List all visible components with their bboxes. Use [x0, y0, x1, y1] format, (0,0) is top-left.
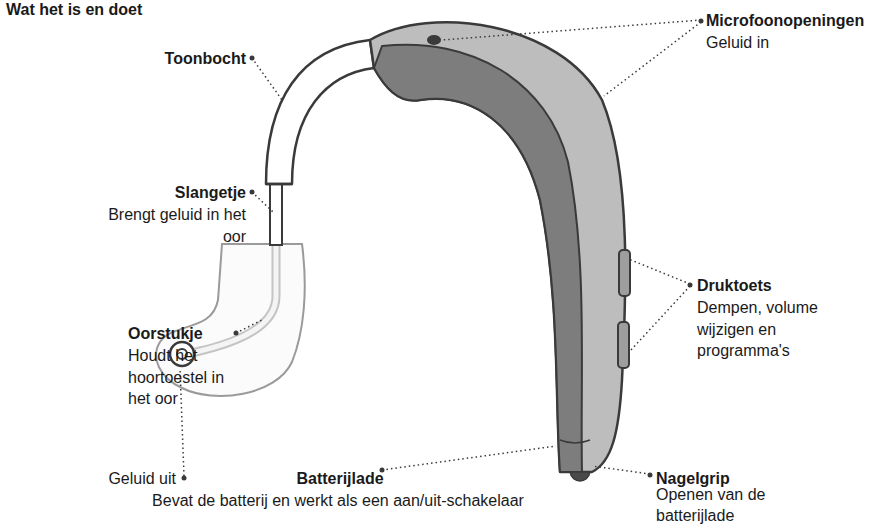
- leader-dot: [250, 190, 255, 195]
- housing-front: [374, 45, 582, 472]
- tube-inner: [196, 240, 276, 352]
- part-description: Houdt het hoortoestel in het oor: [128, 345, 232, 410]
- leader-line: [442, 20, 701, 40]
- leader-line: [592, 466, 650, 474]
- part-description: Openen van de batterijlade: [656, 484, 796, 527]
- leader-line: [604, 22, 701, 96]
- page-title: Wat het is en doet: [6, 0, 142, 19]
- part-name: Toonbocht: [106, 48, 246, 70]
- part-description: Brengt geluid in het oor: [106, 204, 246, 247]
- nail-grip: [570, 472, 590, 481]
- leader-dots: [182, 19, 704, 481]
- part-description: Dempen, volume wijzigen en programma's: [697, 297, 867, 362]
- leader-lines: [180, 20, 701, 476]
- part-name: Oorstukje: [128, 323, 236, 345]
- part-description: Bevat de batterij en werkt als een aan/u…: [148, 490, 528, 512]
- battery-door-edge: [560, 440, 590, 443]
- ear-hook: [266, 40, 374, 184]
- microphone-opening: [427, 35, 441, 45]
- part-description: Geluid in: [706, 32, 856, 54]
- leader-line: [631, 260, 690, 284]
- leader-dot: [688, 283, 693, 288]
- part-name: Slangetje: [106, 182, 246, 204]
- tube-core: [196, 240, 276, 352]
- tube: [270, 183, 282, 245]
- leader-dot: [182, 476, 187, 481]
- leader-line: [631, 286, 690, 350]
- leader-dot: [699, 19, 704, 24]
- part-name: Batterijlade: [240, 468, 440, 490]
- leader-line: [382, 446, 556, 470]
- push-button: [618, 322, 629, 368]
- leader-dot: [648, 473, 653, 478]
- hook-joint: [266, 183, 292, 186]
- leader-line: [252, 58, 282, 100]
- leader-line: [236, 320, 262, 333]
- leader-line: [252, 192, 273, 212]
- push-button: [619, 250, 630, 296]
- housing: [370, 22, 625, 472]
- part-name: Druktoets: [697, 275, 867, 297]
- leader-dot: [250, 56, 255, 61]
- leader-dot: [234, 331, 239, 336]
- part-name: Geluid uit: [76, 468, 176, 490]
- part-name: Microfoonopeningen: [706, 10, 874, 32]
